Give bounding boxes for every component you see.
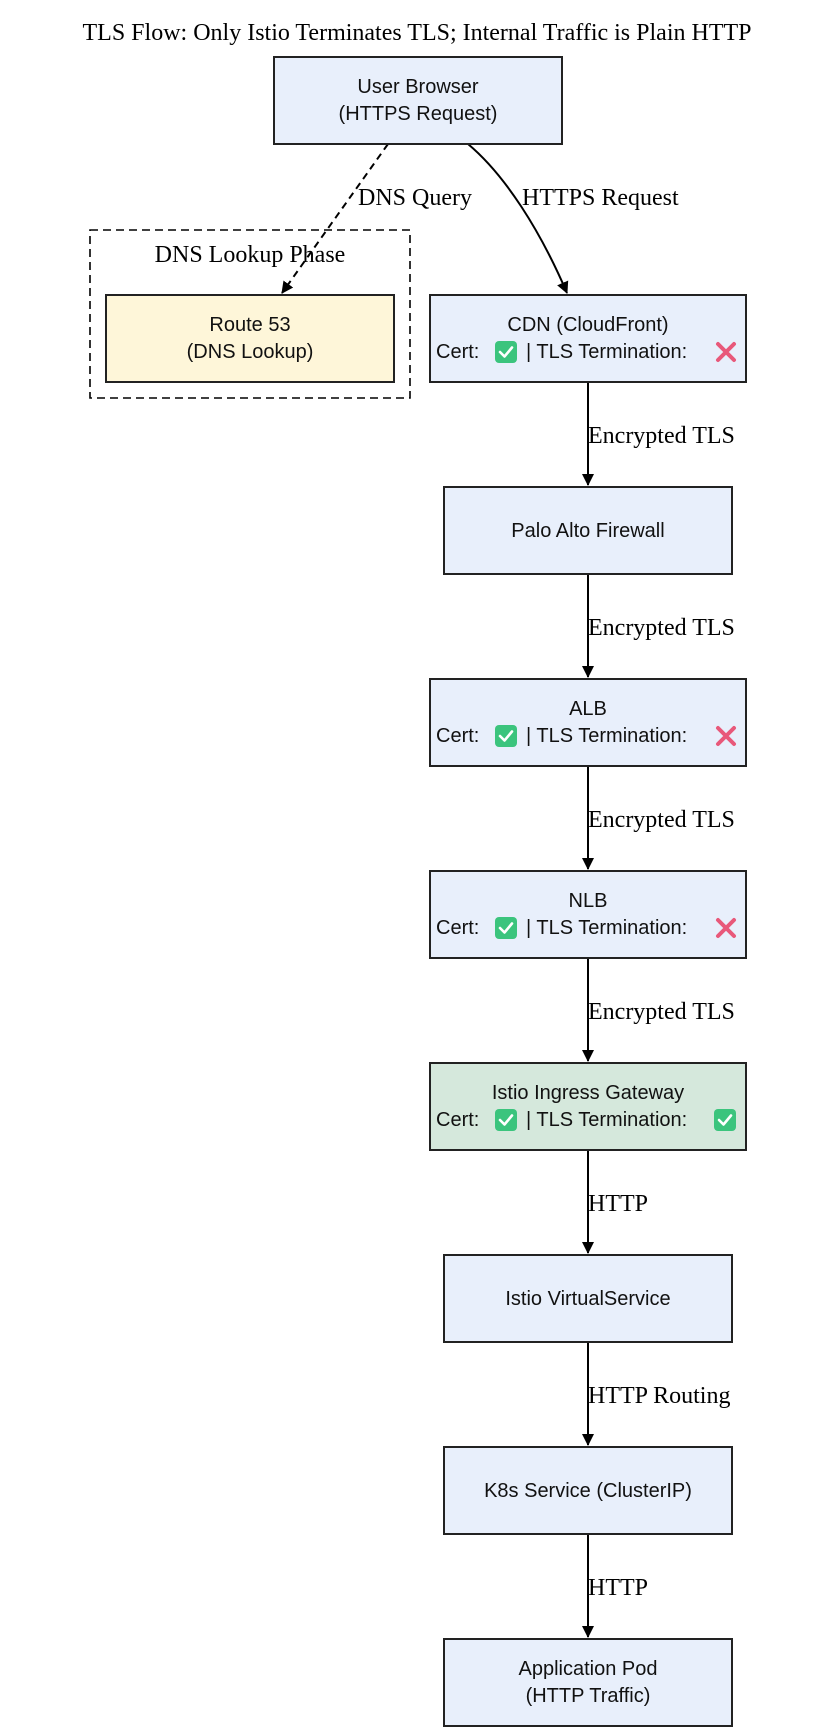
edge-label-virtualservice-to-k8s: HTTP Routing (588, 1383, 730, 1409)
edge-label-dns-query: DNS Query (358, 185, 472, 211)
node-route53: Route 53 (DNS Lookup) (105, 294, 395, 383)
node-label-line-1: Application Pod (519, 1658, 658, 1680)
cluster-label: DNS Lookup Phase (155, 242, 346, 268)
node-label-line-1: NLB (569, 890, 608, 912)
edge-label-firewall-to-alb: Encrypted TLS (588, 615, 735, 641)
check-icon (495, 1109, 517, 1131)
tls-termination-label: | TLS Termination: (526, 1109, 687, 1131)
node-label-line-2: (DNS Lookup) (187, 341, 314, 363)
edges: DNS Query HTTPS Request Encrypted TLS En… (281, 143, 735, 1638)
cross-icon (716, 918, 736, 938)
cluster-border (89, 229, 411, 399)
cross-icon (716, 726, 736, 746)
check-icon (495, 341, 517, 363)
check-icon-bg (714, 1109, 736, 1131)
check-icon-bg (495, 917, 517, 939)
node-label-line-1: User Browser (357, 76, 478, 98)
edge-dns-query (281, 143, 389, 294)
cert-label: Cert: (436, 1109, 479, 1131)
tls-termination-label: | TLS Termination: (526, 341, 687, 363)
node-label-line-1: CDN (CloudFront) (507, 314, 668, 336)
node-label-line-1: K8s Service (ClusterIP) (484, 1480, 692, 1502)
node-k8s-service: K8s Service (ClusterIP) (443, 1446, 733, 1535)
check-icon-bg (495, 341, 517, 363)
node-box (273, 56, 563, 145)
node-firewall: Palo Alto Firewall (443, 486, 733, 575)
cert-label: Cert: (436, 725, 479, 747)
node-nlb: NLB Cert: | TLS Termination: (429, 870, 747, 959)
node-label-line-2: (HTTPS Request) (339, 103, 498, 125)
check-icon (495, 725, 517, 747)
node-label-line-1: Istio Ingress Gateway (492, 1082, 684, 1104)
node-label-line-2: (HTTP Traffic) (526, 1685, 651, 1707)
cross-icon-mark (716, 726, 736, 746)
node-box (443, 1638, 733, 1727)
node-box (105, 294, 395, 383)
diagram-title: TLS Flow: Only Istio Terminates TLS; Int… (83, 20, 752, 46)
edge-https-request (467, 143, 569, 294)
check-icon-bg (495, 1109, 517, 1131)
cross-icon (716, 342, 736, 362)
node-label-line-1: Istio VirtualService (505, 1288, 670, 1310)
edge-label-cdn-to-firewall: Encrypted TLS (588, 423, 735, 449)
cross-icon-mark (716, 342, 736, 362)
node-istio-ingress-gateway: Istio Ingress Gateway Cert: | TLS Termin… (429, 1062, 747, 1151)
cert-label: Cert: (436, 341, 479, 363)
node-cdn: CDN (CloudFront) Cert: | TLS Termination… (429, 294, 747, 383)
node-label-line-1: Palo Alto Firewall (511, 520, 664, 542)
node-application-pod: Application Pod (HTTP Traffic) (443, 1638, 733, 1727)
tls-termination-label: | TLS Termination: (526, 917, 687, 939)
node-box (429, 678, 747, 767)
edge-label-istio-to-virtualservice: HTTP (588, 1191, 648, 1217)
edge-label-https-request: HTTPS Request (522, 185, 679, 211)
tls-termination-label: | TLS Termination: (526, 725, 687, 747)
node-user-browser: User Browser (HTTPS Request) (273, 56, 563, 145)
check-icon-bg (495, 725, 517, 747)
cert-label: Cert: (436, 917, 479, 939)
dns-lookup-cluster: DNS Lookup Phase (89, 229, 411, 399)
node-box (429, 870, 747, 959)
node-alb: ALB Cert: | TLS Termination: (429, 678, 747, 767)
edge-label-alb-to-nlb: Encrypted TLS (588, 807, 735, 833)
edge-label-nlb-to-istio: Encrypted TLS (588, 999, 735, 1025)
node-label-line-1: Route 53 (209, 314, 290, 336)
cross-icon-mark (716, 918, 736, 938)
nodes: User Browser (HTTPS Request) Route 53 (D… (105, 56, 747, 1727)
check-icon (714, 1109, 736, 1131)
node-box (443, 1446, 733, 1535)
node-box (443, 486, 733, 575)
node-box (429, 294, 747, 383)
edge-label-k8s-to-pod: HTTP (588, 1575, 648, 1601)
node-box (429, 1062, 747, 1151)
node-box (443, 1254, 733, 1343)
check-icon (495, 917, 517, 939)
node-istio-virtualservice: Istio VirtualService (443, 1254, 733, 1343)
node-label-line-1: ALB (569, 698, 607, 720)
